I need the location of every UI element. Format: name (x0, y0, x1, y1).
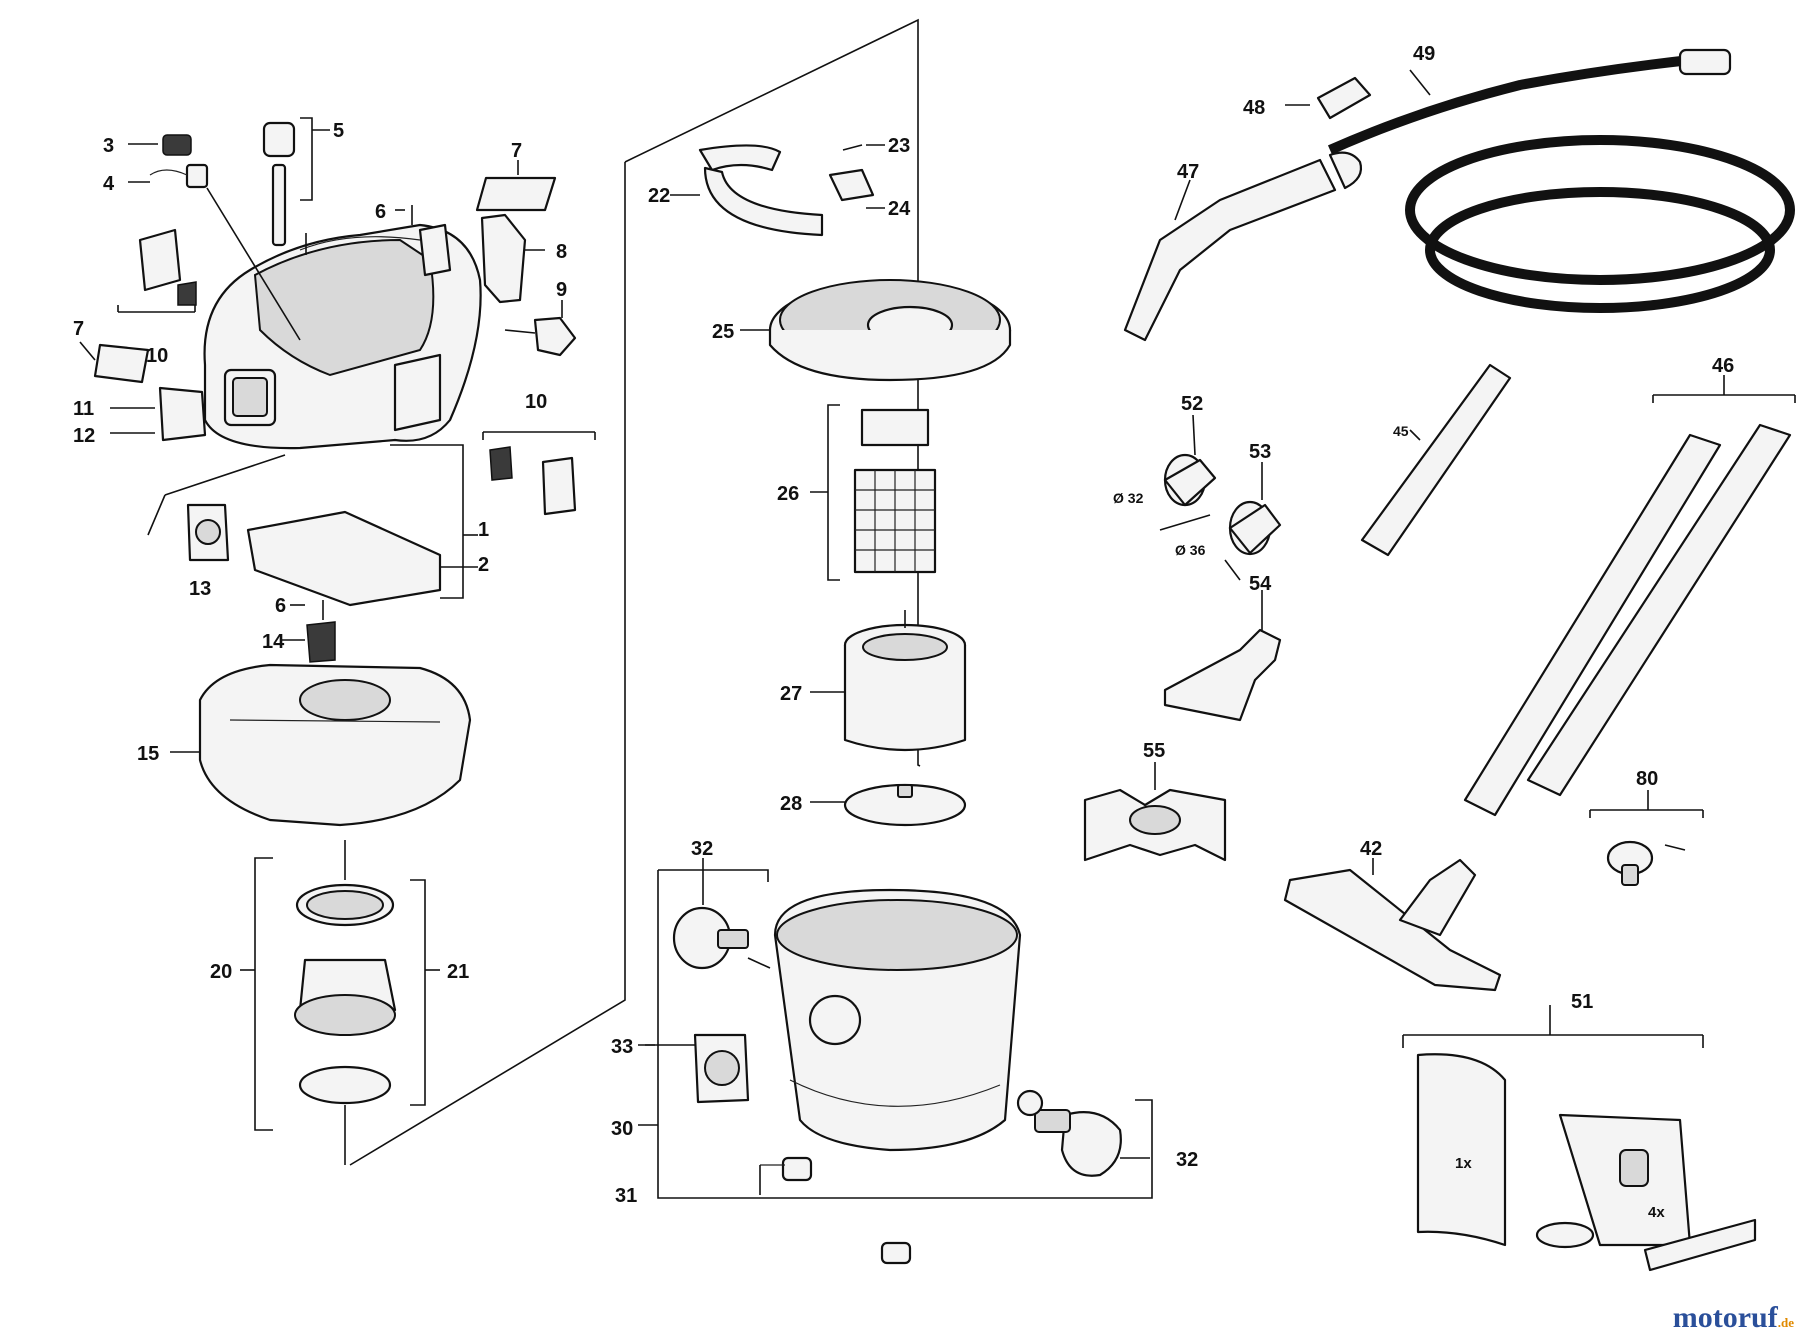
head-cover (203, 223, 482, 450)
bumper-22 (670, 144, 824, 237)
part-80 (1589, 790, 1704, 886)
switch-part-3 (128, 134, 192, 156)
label-42: 42 (1360, 838, 1382, 860)
label-10-right: 10 (525, 391, 547, 413)
extension-tubes-46 (1463, 375, 1796, 817)
caster-31 (759, 1156, 912, 1265)
label-7-top: 7 (511, 140, 522, 162)
panel-part-1-2 (246, 444, 478, 607)
label-1: 1 (478, 519, 489, 541)
label-49: 49 (1413, 43, 1435, 65)
filter-head-25 (740, 279, 1012, 382)
label-48: 48 (1243, 97, 1265, 119)
label-33: 33 (611, 1036, 633, 1058)
part-labels: 1 2 3 4 5 6 6 7 7 8 9 10 10 11 12 13 14 … (73, 43, 1734, 1207)
label-6-bottom: 6 (275, 595, 286, 617)
label-24: 24 (888, 198, 911, 220)
part-4-connector (128, 163, 301, 341)
label-23: 23 (888, 135, 910, 157)
label-5: 5 (333, 120, 344, 142)
quantity-1x: 1x (1455, 1155, 1472, 1172)
watermark-tld: .de (1777, 1315, 1794, 1330)
bags-51 (1402, 1005, 1757, 1272)
upholstery-nozzle-54 (1163, 590, 1282, 722)
label-30: 30 (611, 1118, 633, 1140)
label-32-top: 32 (691, 838, 713, 860)
label-52: 52 (1181, 393, 1203, 415)
screw-part-6 (305, 205, 413, 255)
label-28: 28 (780, 793, 802, 815)
label-45: 45 (1393, 423, 1409, 439)
filter-lid-28 (810, 783, 967, 827)
holder-55 (1083, 762, 1227, 862)
hose-49 (1327, 48, 1795, 313)
tank-30 (773, 888, 1022, 1152)
label-27: 27 (780, 683, 802, 705)
label-80: 80 (1636, 768, 1658, 790)
label-46: 46 (1712, 355, 1734, 377)
part-5-filter-rod (262, 117, 330, 247)
adapter-48 (1285, 76, 1372, 120)
label-14: 14 (262, 631, 285, 653)
label-15: 15 (137, 743, 159, 765)
dimension-32: Ø 32 (1113, 490, 1144, 506)
motor-housing-15 (170, 663, 472, 827)
filter-cage-26 (810, 404, 937, 581)
quantity-4x: 4x (1648, 1204, 1665, 1221)
label-53: 53 (1249, 441, 1271, 463)
cartridge-filter-27 (810, 610, 967, 752)
side-wheel-32-right (1016, 1089, 1150, 1177)
part-11-12-bracket (110, 386, 207, 442)
label-8: 8 (556, 241, 567, 263)
flange-part-13 (186, 503, 230, 562)
part-23-24 (828, 144, 885, 209)
control-part-10-left (117, 228, 197, 313)
inlet-33 (645, 1033, 750, 1104)
handle-clip-8 (480, 213, 545, 304)
label-plate-7 (79, 160, 557, 384)
label-12: 12 (73, 425, 95, 447)
label-13: 13 (189, 578, 211, 600)
label-21: 21 (447, 961, 469, 983)
label-10-left: 10 (146, 345, 168, 367)
label-47: 47 (1177, 161, 1199, 183)
reducers-52-53 (1159, 414, 1282, 581)
control-part-10-right (482, 431, 596, 516)
label-22: 22 (648, 185, 670, 207)
dimension-36: Ø 36 (1175, 542, 1206, 558)
label-31: 31 (615, 1185, 637, 1207)
label-54: 54 (1249, 573, 1272, 595)
floor-nozzle-42 (1283, 858, 1502, 992)
label-7-left: 7 (73, 318, 84, 340)
side-wheel-32-left (672, 858, 771, 970)
label-26: 26 (777, 483, 799, 505)
label-4: 4 (103, 173, 115, 195)
label-20: 20 (210, 961, 232, 983)
label-6-top: 6 (375, 201, 386, 223)
curved-tube-47 (1123, 151, 1363, 342)
crevice-tool-45 (1360, 363, 1512, 557)
dimension-labels: Ø 32 Ø 36 (1113, 490, 1206, 558)
label-32-right: 32 (1176, 1149, 1198, 1171)
label-55: 55 (1143, 740, 1165, 762)
label-3: 3 (103, 135, 114, 157)
motor-assembly-20-21 (240, 840, 440, 1165)
label-25: 25 (712, 321, 734, 343)
cable-plug-9 (504, 300, 577, 357)
label-9: 9 (556, 279, 567, 301)
label-11: 11 (73, 398, 94, 420)
quantity-labels: 1x 4x (1455, 1155, 1665, 1221)
switch-part-14 (280, 600, 336, 663)
separator-lines (147, 18, 921, 1166)
label-2: 2 (478, 554, 489, 576)
watermark-brand: motoruf (1672, 1301, 1778, 1334)
watermark-logo: motoruf.de (1673, 1301, 1794, 1335)
label-51: 51 (1571, 991, 1593, 1013)
